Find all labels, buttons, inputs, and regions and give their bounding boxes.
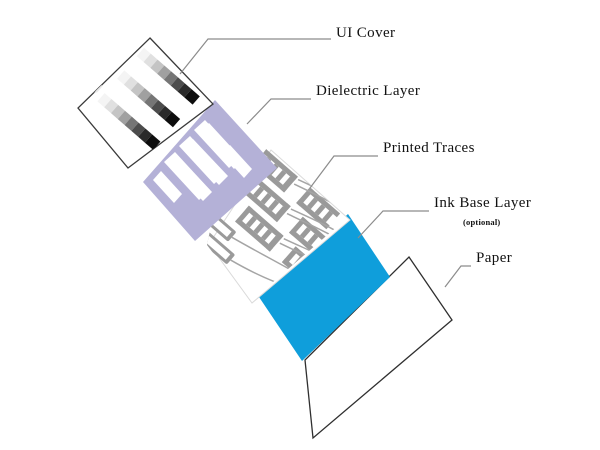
ui-cover-graphics <box>78 38 200 150</box>
gradient-bar-1 <box>136 47 200 105</box>
dielectric-bands <box>153 123 252 203</box>
printed-traces-substrate <box>208 149 351 304</box>
ui-cover-footer-bar <box>78 60 103 93</box>
layer-ink-base <box>259 214 390 361</box>
leader-printed-traces <box>309 155 378 189</box>
layer-paper <box>304 255 453 440</box>
layer-dielectric <box>143 100 277 241</box>
leader-ui-cover <box>179 38 331 75</box>
label-paper: Paper <box>476 250 513 266</box>
leader-lines <box>179 38 471 288</box>
label-printed-traces: Printed Traces <box>383 140 475 156</box>
gradient-bar-3 <box>97 93 161 150</box>
leader-paper <box>444 265 471 288</box>
leader-ink-base <box>357 210 429 239</box>
label-ink-base-layer: Ink Base Layer <box>434 195 532 211</box>
label-ink-base-optional: (optional) <box>463 217 501 227</box>
ink-base-plate <box>259 214 390 361</box>
label-ui-cover: UI Cover <box>336 25 396 41</box>
gradient-bar-2 <box>117 70 181 128</box>
leader-dielectric <box>246 98 311 125</box>
label-dielectric-layer: Dielectric Layer <box>316 83 421 99</box>
paper-sheet <box>304 255 453 440</box>
